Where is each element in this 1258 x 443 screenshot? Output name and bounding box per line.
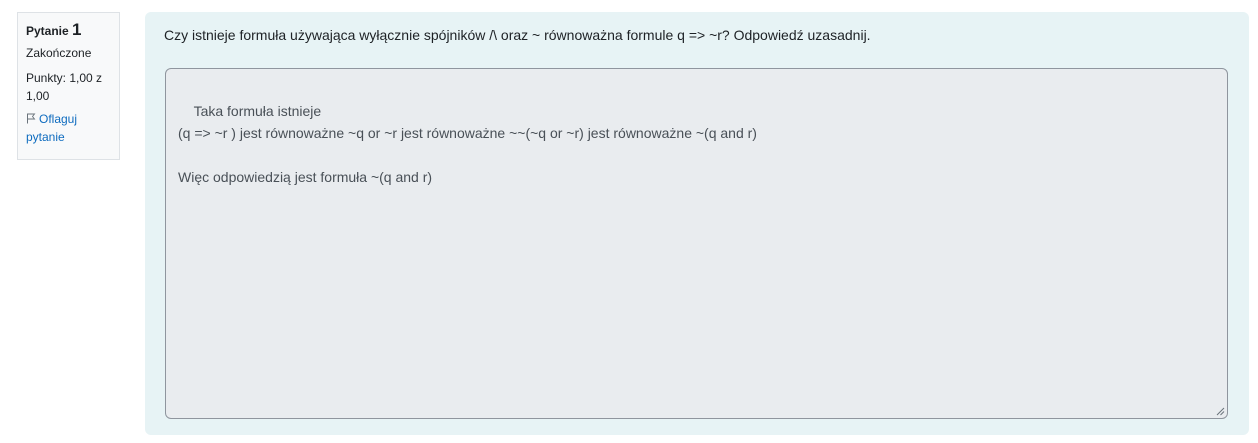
question-label: Pytanie <box>26 24 69 38</box>
flag-question-link[interactable]: Oflaguj pytanie <box>26 110 111 146</box>
question-number-row: Pytanie 1 <box>26 21 111 40</box>
question-grade: Punkty: 1,00 z 1,00 <box>26 71 103 103</box>
resize-handle-icon[interactable] <box>1216 407 1225 416</box>
flag-icon <box>27 113 36 124</box>
question-number: 1 <box>72 20 82 39</box>
answer-textarea[interactable]: Taka formuła istnieje (q => ~r ) jest ró… <box>165 68 1228 419</box>
question-content: Czy istnieje formuła używająca wyłącznie… <box>145 12 1249 435</box>
answer-text: Taka formuła istnieje (q => ~r ) jest ró… <box>178 103 757 185</box>
question-text: Czy istnieje formuła używająca wyłącznie… <box>164 27 871 43</box>
question-info-panel: Pytanie 1 Zakończone Punkty: 1,00 z 1,00… <box>17 12 120 160</box>
question-state: Zakończone <box>26 46 92 60</box>
flag-question-label: Oflaguj pytanie <box>26 112 78 144</box>
